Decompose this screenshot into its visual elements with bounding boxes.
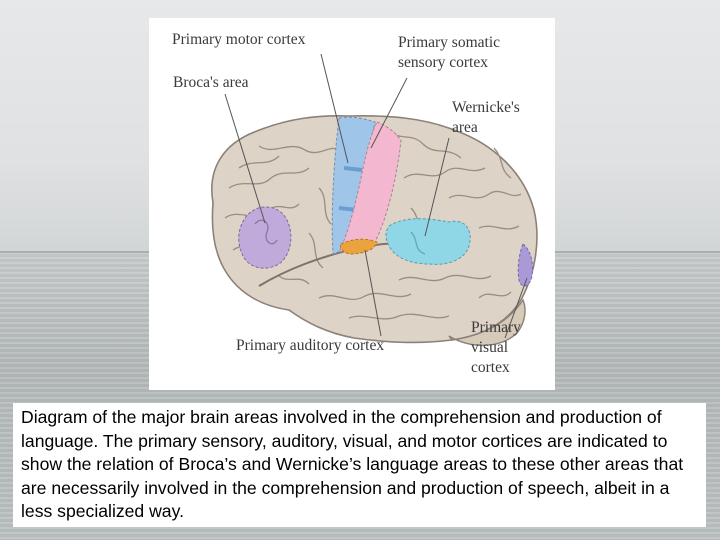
somatosensory-cortex-region xyxy=(338,121,402,253)
label-primary-motor-cortex: Primary motor cortex xyxy=(172,31,306,48)
leader-lines xyxy=(224,53,528,339)
label-primary-visual-cortex: Primary visual cortex xyxy=(471,319,521,376)
brain-diagram-figure: Primary motor cortex Primary somatic sen… xyxy=(149,18,555,390)
brocas-area-region xyxy=(238,206,292,269)
motor-cortex-region xyxy=(331,116,376,255)
diagram-caption: Diagram of the major brain areas involve… xyxy=(13,403,706,527)
wernickes-area-region xyxy=(385,218,471,265)
label-brocas-area: Broca's area xyxy=(173,74,249,91)
visual-cortex-region xyxy=(517,243,534,287)
auditory-cortex-region xyxy=(340,238,378,255)
label-wernickes-area: Wernicke's area xyxy=(452,99,520,136)
brain-illustration xyxy=(211,53,538,346)
label-primary-somatic-sensory-cortex: Primary somatic sensory cortex xyxy=(398,34,501,71)
label-primary-auditory-cortex: Primary auditory cortex xyxy=(236,337,385,354)
